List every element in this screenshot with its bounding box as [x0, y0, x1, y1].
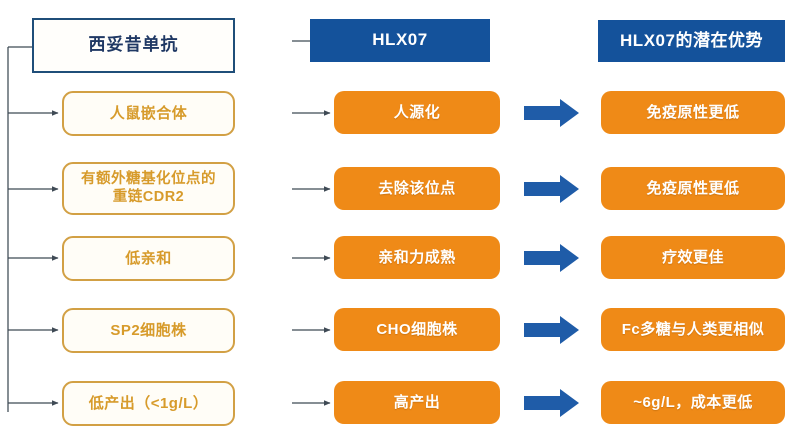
advantage-item-2: 免疫原性更低: [601, 167, 785, 210]
advantage-item-3: 疗效更佳: [601, 236, 785, 279]
column-header-hlx07-advantages: HLX07的潜在优势: [598, 20, 785, 62]
cetuximab-item-4: SP2细胞株: [62, 308, 235, 353]
cetuximab-item-2-line-2: 重链CDR2: [112, 188, 185, 205]
hlx07-item-3: 亲和力成熟: [334, 236, 500, 279]
cetuximab-item-5: 低产出（<1g/L）: [62, 381, 235, 426]
cetuximab-item-3: 低亲和: [62, 236, 235, 281]
cetuximab-item-2-line-1: 有额外糖基化位点的: [81, 171, 216, 188]
advantage-item-1: 免疫原性更低: [601, 91, 785, 134]
cetuximab-item-1: 人鼠嵌合体: [62, 91, 235, 136]
advantage-item-4: Fc多糖与人类更相似: [601, 308, 785, 351]
column-header-cetuximab: 西妥昔单抗: [32, 18, 235, 73]
block-arrow-group: [524, 99, 579, 417]
hlx07-item-4: CHO细胞株: [334, 308, 500, 351]
hlx07-item-1: 人源化: [334, 91, 500, 134]
column-header-hlx07: HLX07: [310, 19, 490, 62]
cetuximab-item-2: 有额外糖基化位点的 重链CDR2: [62, 162, 235, 215]
hlx07-item-2: 去除该位点: [334, 167, 500, 210]
advantage-item-5: ~6g/L，成本更低: [601, 381, 785, 424]
hlx07-item-5: 高产出: [334, 381, 500, 424]
